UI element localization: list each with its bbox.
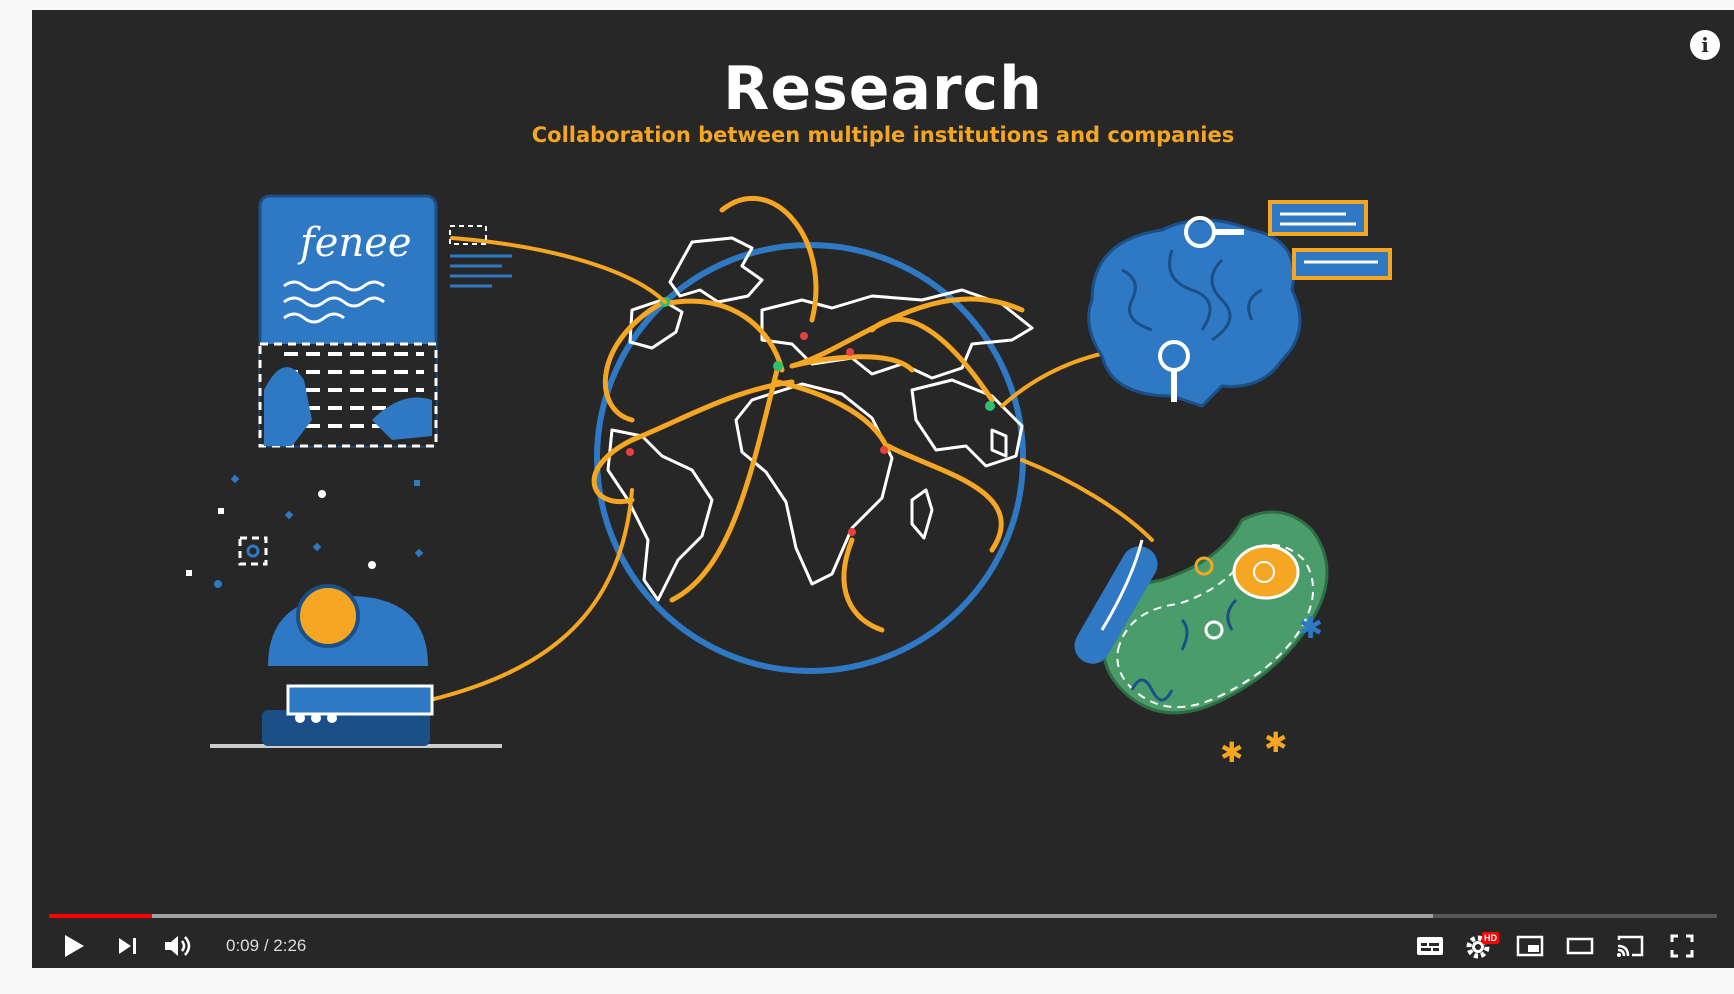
fullscreen-button[interactable]	[1662, 926, 1702, 966]
svg-text:✱: ✱	[1264, 727, 1287, 758]
volume-button[interactable]	[158, 926, 198, 966]
progress-buffered	[49, 914, 1434, 918]
video-title: Research	[723, 54, 1043, 124]
control-bar: 0:09 / 2:26 HD	[32, 926, 1734, 966]
progress-bar[interactable]	[49, 914, 1717, 918]
svg-text:✱: ✱	[1298, 612, 1323, 645]
progress-played	[49, 914, 153, 918]
globe-graphic	[591, 195, 1034, 674]
video-subtitle: Collaboration between multiple instituti…	[531, 123, 1235, 147]
cast-icon	[1617, 935, 1644, 957]
signature-text: fenee	[297, 220, 412, 266]
theater-mode-button[interactable]	[1560, 926, 1600, 966]
document-graphic: fenee	[258, 194, 512, 448]
subtitles-button[interactable]	[1410, 926, 1450, 966]
next-icon	[119, 938, 136, 954]
video-player[interactable]: fenee	[32, 10, 1734, 968]
info-icon[interactable]: i	[1690, 30, 1720, 60]
play-button[interactable]	[56, 926, 92, 966]
time-display: 0:09 / 2:26	[226, 926, 306, 966]
settings-button[interactable]: HD	[1460, 926, 1500, 966]
miniplayer-icon	[1516, 935, 1544, 957]
telescope-graphic	[186, 474, 502, 748]
play-icon	[65, 935, 84, 957]
duration: 2:26	[273, 936, 307, 955]
time-separator: /	[259, 936, 274, 955]
next-button[interactable]	[110, 926, 146, 966]
current-time: 0:09	[226, 936, 260, 955]
hd-badge: HD	[1482, 932, 1499, 944]
subtitles-icon	[1417, 937, 1443, 955]
settings-icon	[1466, 935, 1490, 959]
svg-text:✱: ✱	[1220, 737, 1243, 768]
miniplayer-button[interactable]	[1510, 926, 1550, 966]
fullscreen-icon	[1670, 934, 1694, 958]
cast-button[interactable]	[1610, 926, 1650, 966]
microbes-graphic: ✱ ✱ ✱	[1074, 510, 1329, 768]
volume-icon	[165, 936, 191, 956]
brain-graphic	[1087, 200, 1392, 408]
video-frame-illustration: fenee	[186, 194, 1392, 768]
info-symbol: i	[1701, 33, 1709, 57]
theater-icon	[1566, 937, 1594, 955]
